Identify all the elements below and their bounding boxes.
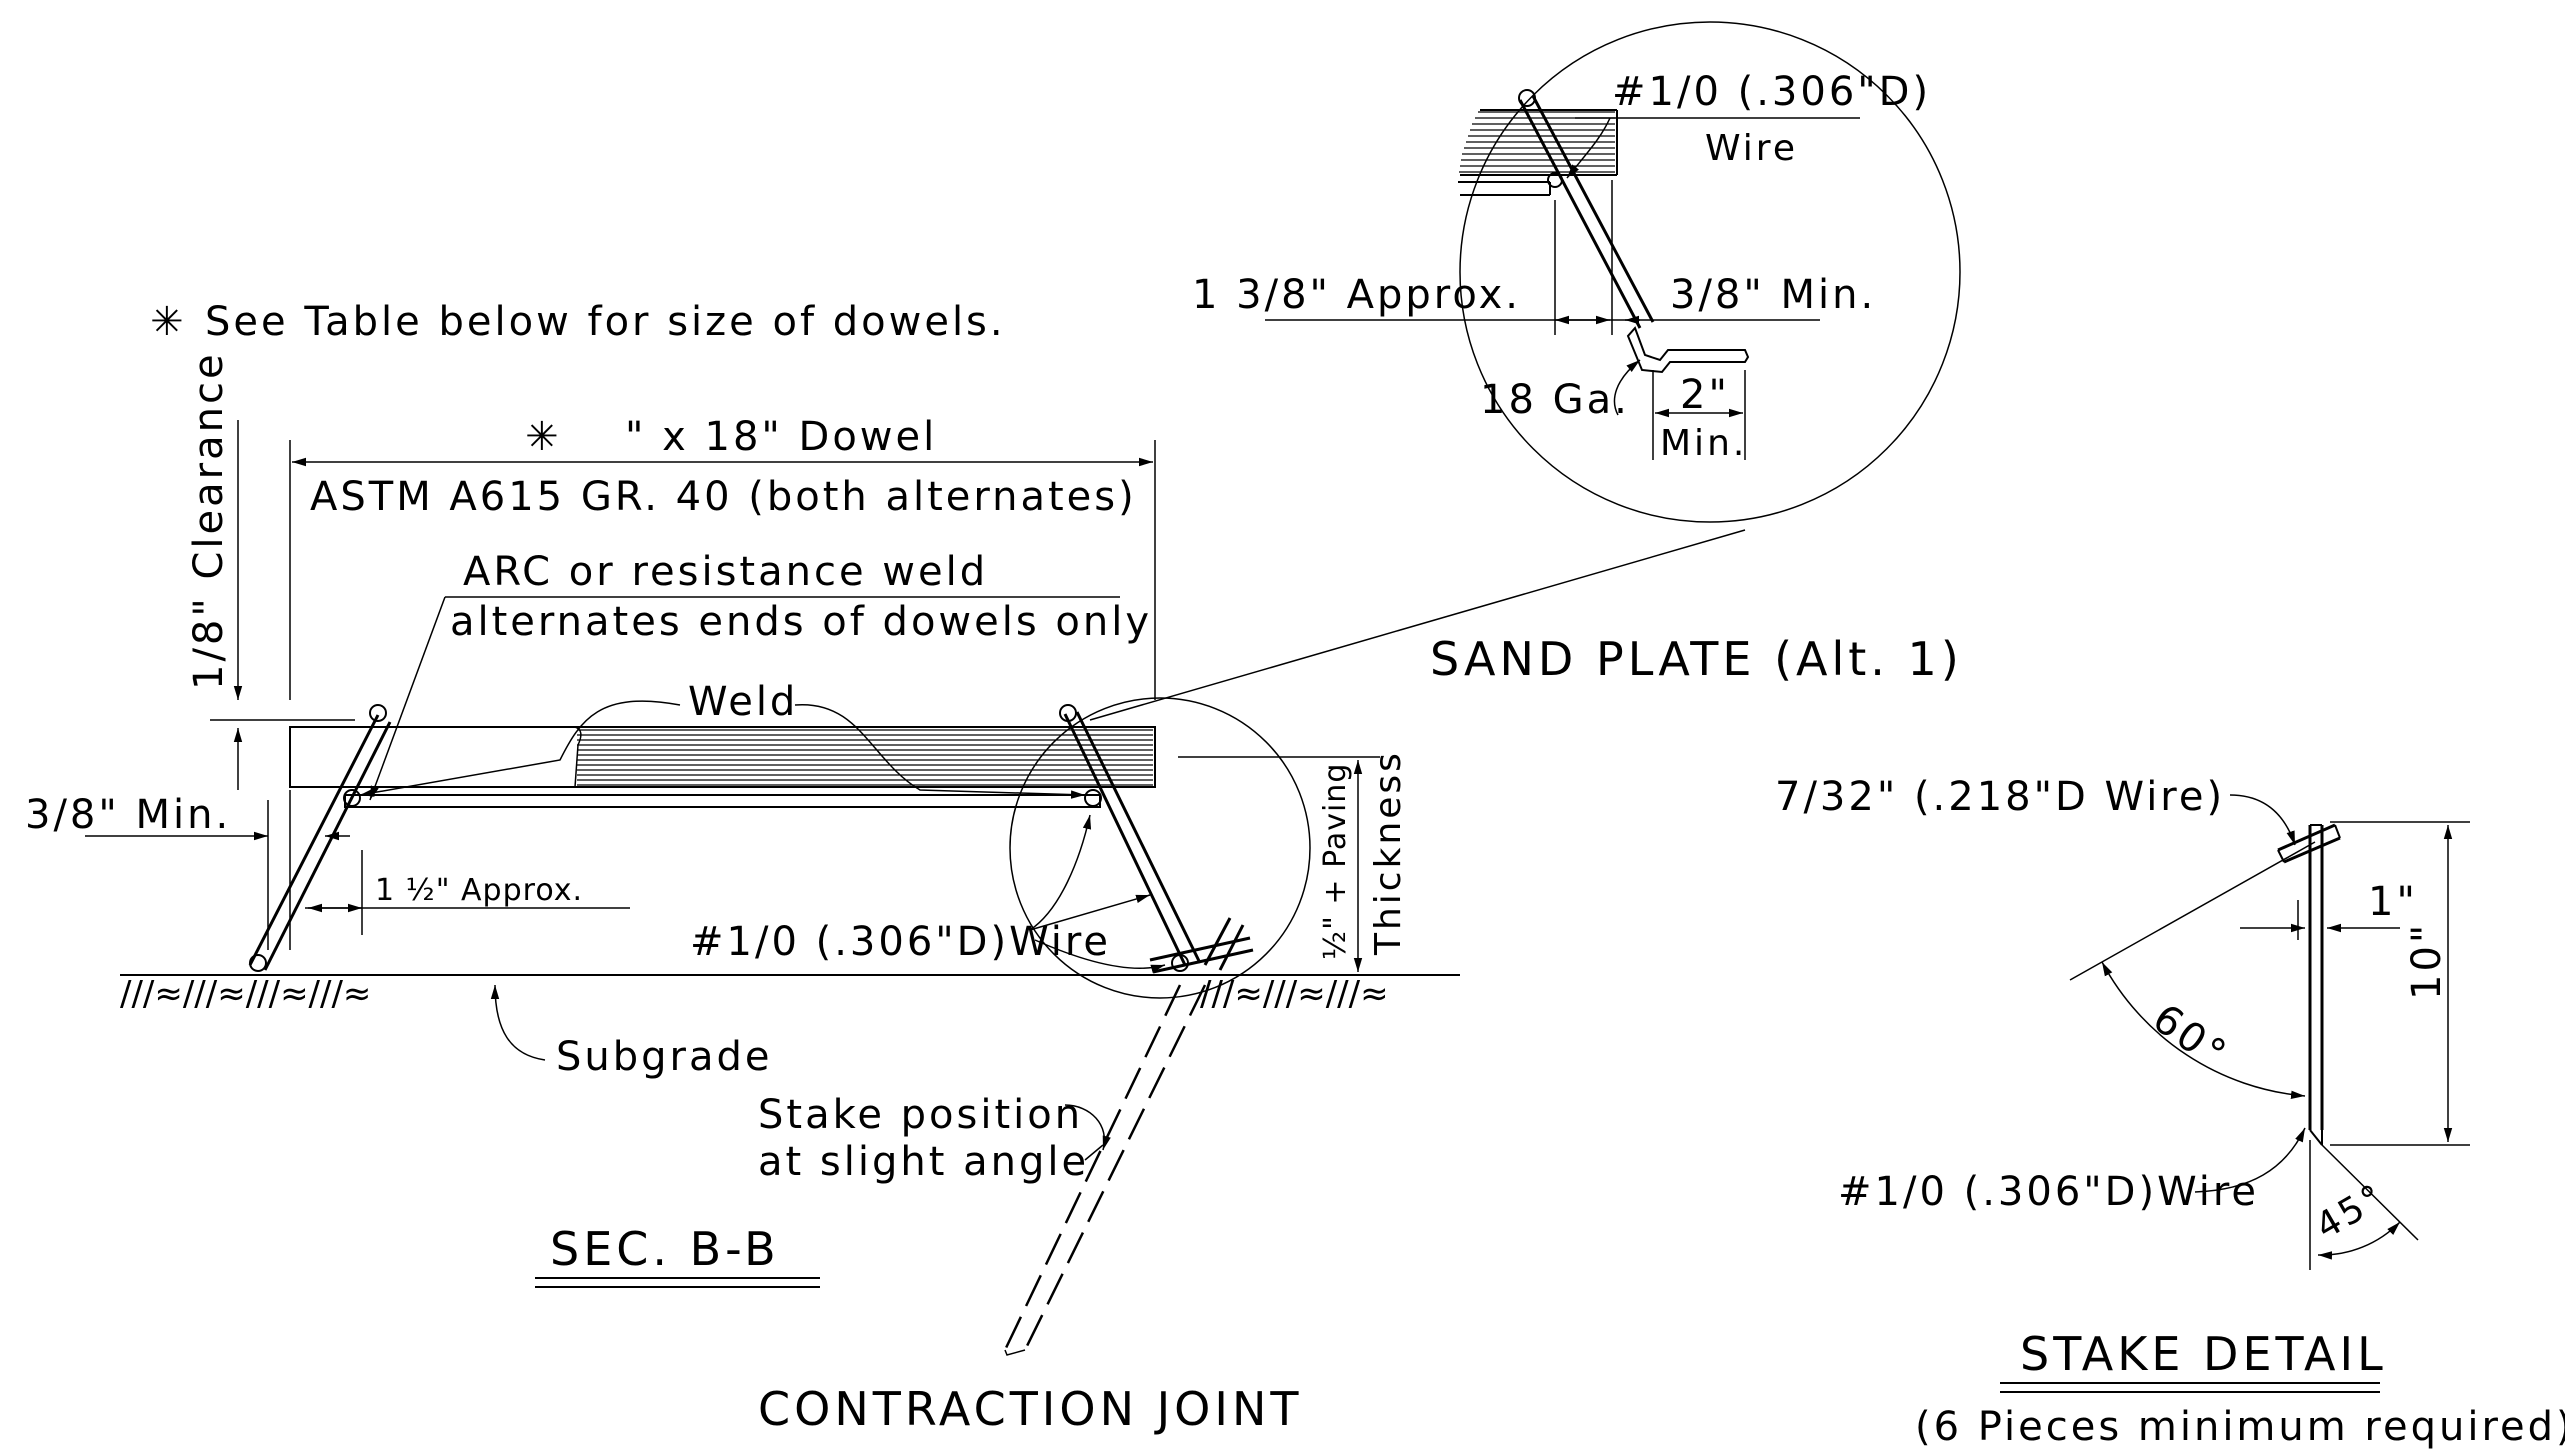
ground-hatch-right: ///≈///≈///≈ bbox=[1200, 974, 1389, 1014]
stake-pos-leader bbox=[1064, 1104, 1111, 1151]
stake-wire-top-leader bbox=[2229, 794, 2296, 846]
ground-hatch-left: ///≈///≈///≈///≈ bbox=[120, 974, 371, 1014]
stake-60-label: 60° bbox=[2144, 996, 2236, 1080]
arc-weld-line1: ARC or resistance weld bbox=[463, 549, 988, 595]
wire-leader-1 bbox=[1029, 814, 1092, 931]
right-leg bbox=[1063, 713, 1187, 966]
inset-ga-label: 18 Ga. bbox=[1480, 377, 1630, 423]
paving-label-1: ½" + Paving bbox=[1318, 763, 1353, 960]
inset-plate-hatch bbox=[1459, 111, 1615, 173]
detail-circle bbox=[1009, 697, 1311, 999]
inset-wire-label-2: Wire bbox=[1705, 128, 1798, 169]
inset-circle bbox=[1459, 21, 1961, 523]
detail-callout-line bbox=[1089, 529, 1746, 721]
stake-dashed-right bbox=[1023, 984, 1207, 1351]
stake-detail-title: STAKE DETAIL bbox=[2020, 1327, 2387, 1381]
inset-wire-label-1: #1/0 (.306"D) bbox=[1612, 69, 1931, 115]
stake-60-ref-line bbox=[2069, 841, 2316, 981]
stake-wire-top-label: 7/32" (.218"D Wire) bbox=[1775, 774, 2225, 820]
stake-wire-bottom-leader bbox=[2194, 1127, 2306, 1193]
stake-dashed-left bbox=[1003, 984, 1182, 1351]
section-b-b: ✳ " x 18" Dowel ASTM A615 GR. 40 (both a… bbox=[25, 351, 1746, 1356]
stake-10in-label: 10" bbox=[2404, 922, 2450, 1000]
stake-45-arc bbox=[2317, 1221, 2401, 1260]
inset-wire-leader bbox=[1566, 117, 1611, 179]
inset-18ga-plate bbox=[1626, 326, 1750, 374]
inset-ga-leader bbox=[1613, 359, 1641, 416]
wire-label: #1/0 (.306"D)Wire bbox=[690, 919, 1111, 965]
stake-45-label: 45° bbox=[2309, 1176, 2393, 1248]
inset-approx-label: 1 3/8" Approx. bbox=[1192, 272, 1521, 318]
dowel-note: See Table below for size of dowels. bbox=[205, 299, 1006, 345]
note-star-icon: ✳ bbox=[150, 299, 187, 345]
clearance-label: 1/8" Clearance bbox=[186, 351, 232, 690]
dowel-label: " x 18" Dowel bbox=[625, 414, 937, 460]
astm-label: ASTM A615 GR. 40 (both alternates) bbox=[310, 474, 1137, 520]
left-leg bbox=[248, 714, 380, 966]
arc-weld-leader bbox=[369, 596, 446, 801]
weld-label: Weld bbox=[688, 679, 798, 725]
stake-1in-label: 1" bbox=[2368, 879, 2418, 925]
inset-leg bbox=[1518, 99, 1642, 329]
weld-leader-right bbox=[794, 704, 1086, 799]
stake-crossbar-detail bbox=[2277, 823, 2336, 852]
paving-label-2: Thickness bbox=[1368, 750, 1409, 956]
stake-pos-line1: Stake position bbox=[758, 1092, 1083, 1138]
sand-plate-inset: #1/0 (.306"D) Wire 1 3/8" Approx. 3/8" M… bbox=[1192, 21, 1961, 523]
stake-detail-subtitle: (6 Pieces minimum required) bbox=[1915, 1404, 2565, 1449]
weld-leader-left bbox=[359, 700, 681, 797]
min-3-8-label: 3/8" Min. bbox=[25, 792, 231, 838]
inset-2in-label: 2" bbox=[1680, 372, 1730, 418]
stake-60-arc bbox=[2101, 961, 2306, 1099]
stake-wire-bottom-label: #1/0 (.306"D)Wire bbox=[1838, 1169, 2259, 1215]
section-title: SEC. B-B bbox=[550, 1222, 780, 1276]
bottom-wire bbox=[344, 794, 1101, 808]
subgrade-leader bbox=[490, 984, 546, 1061]
wire-leader-2 bbox=[1029, 894, 1151, 931]
subgrade-label: Subgrade bbox=[556, 1034, 772, 1080]
stake-detail: 7/32" (.218"D Wire) 10" 1" 60° 45° bbox=[1775, 774, 2565, 1450]
wire-leader-3 bbox=[1034, 939, 1166, 973]
inset-min-label: 3/8" Min. bbox=[1670, 272, 1876, 318]
arc-weld-line2: alternates ends of dowels only bbox=[450, 599, 1152, 645]
contraction-joint-title: CONTRACTION JOINT bbox=[758, 1382, 1302, 1436]
approx-1-half-label: 1 ½" Approx. bbox=[375, 873, 583, 908]
stake-pos-line2: at slight angle bbox=[758, 1139, 1089, 1185]
inset-min2-label: Min. bbox=[1660, 423, 1747, 464]
sand-plate-title: SAND PLATE (Alt. 1) bbox=[1430, 632, 1963, 686]
dowel-star-icon: ✳ bbox=[525, 414, 562, 460]
sand-plate-hatch bbox=[577, 729, 1153, 786]
